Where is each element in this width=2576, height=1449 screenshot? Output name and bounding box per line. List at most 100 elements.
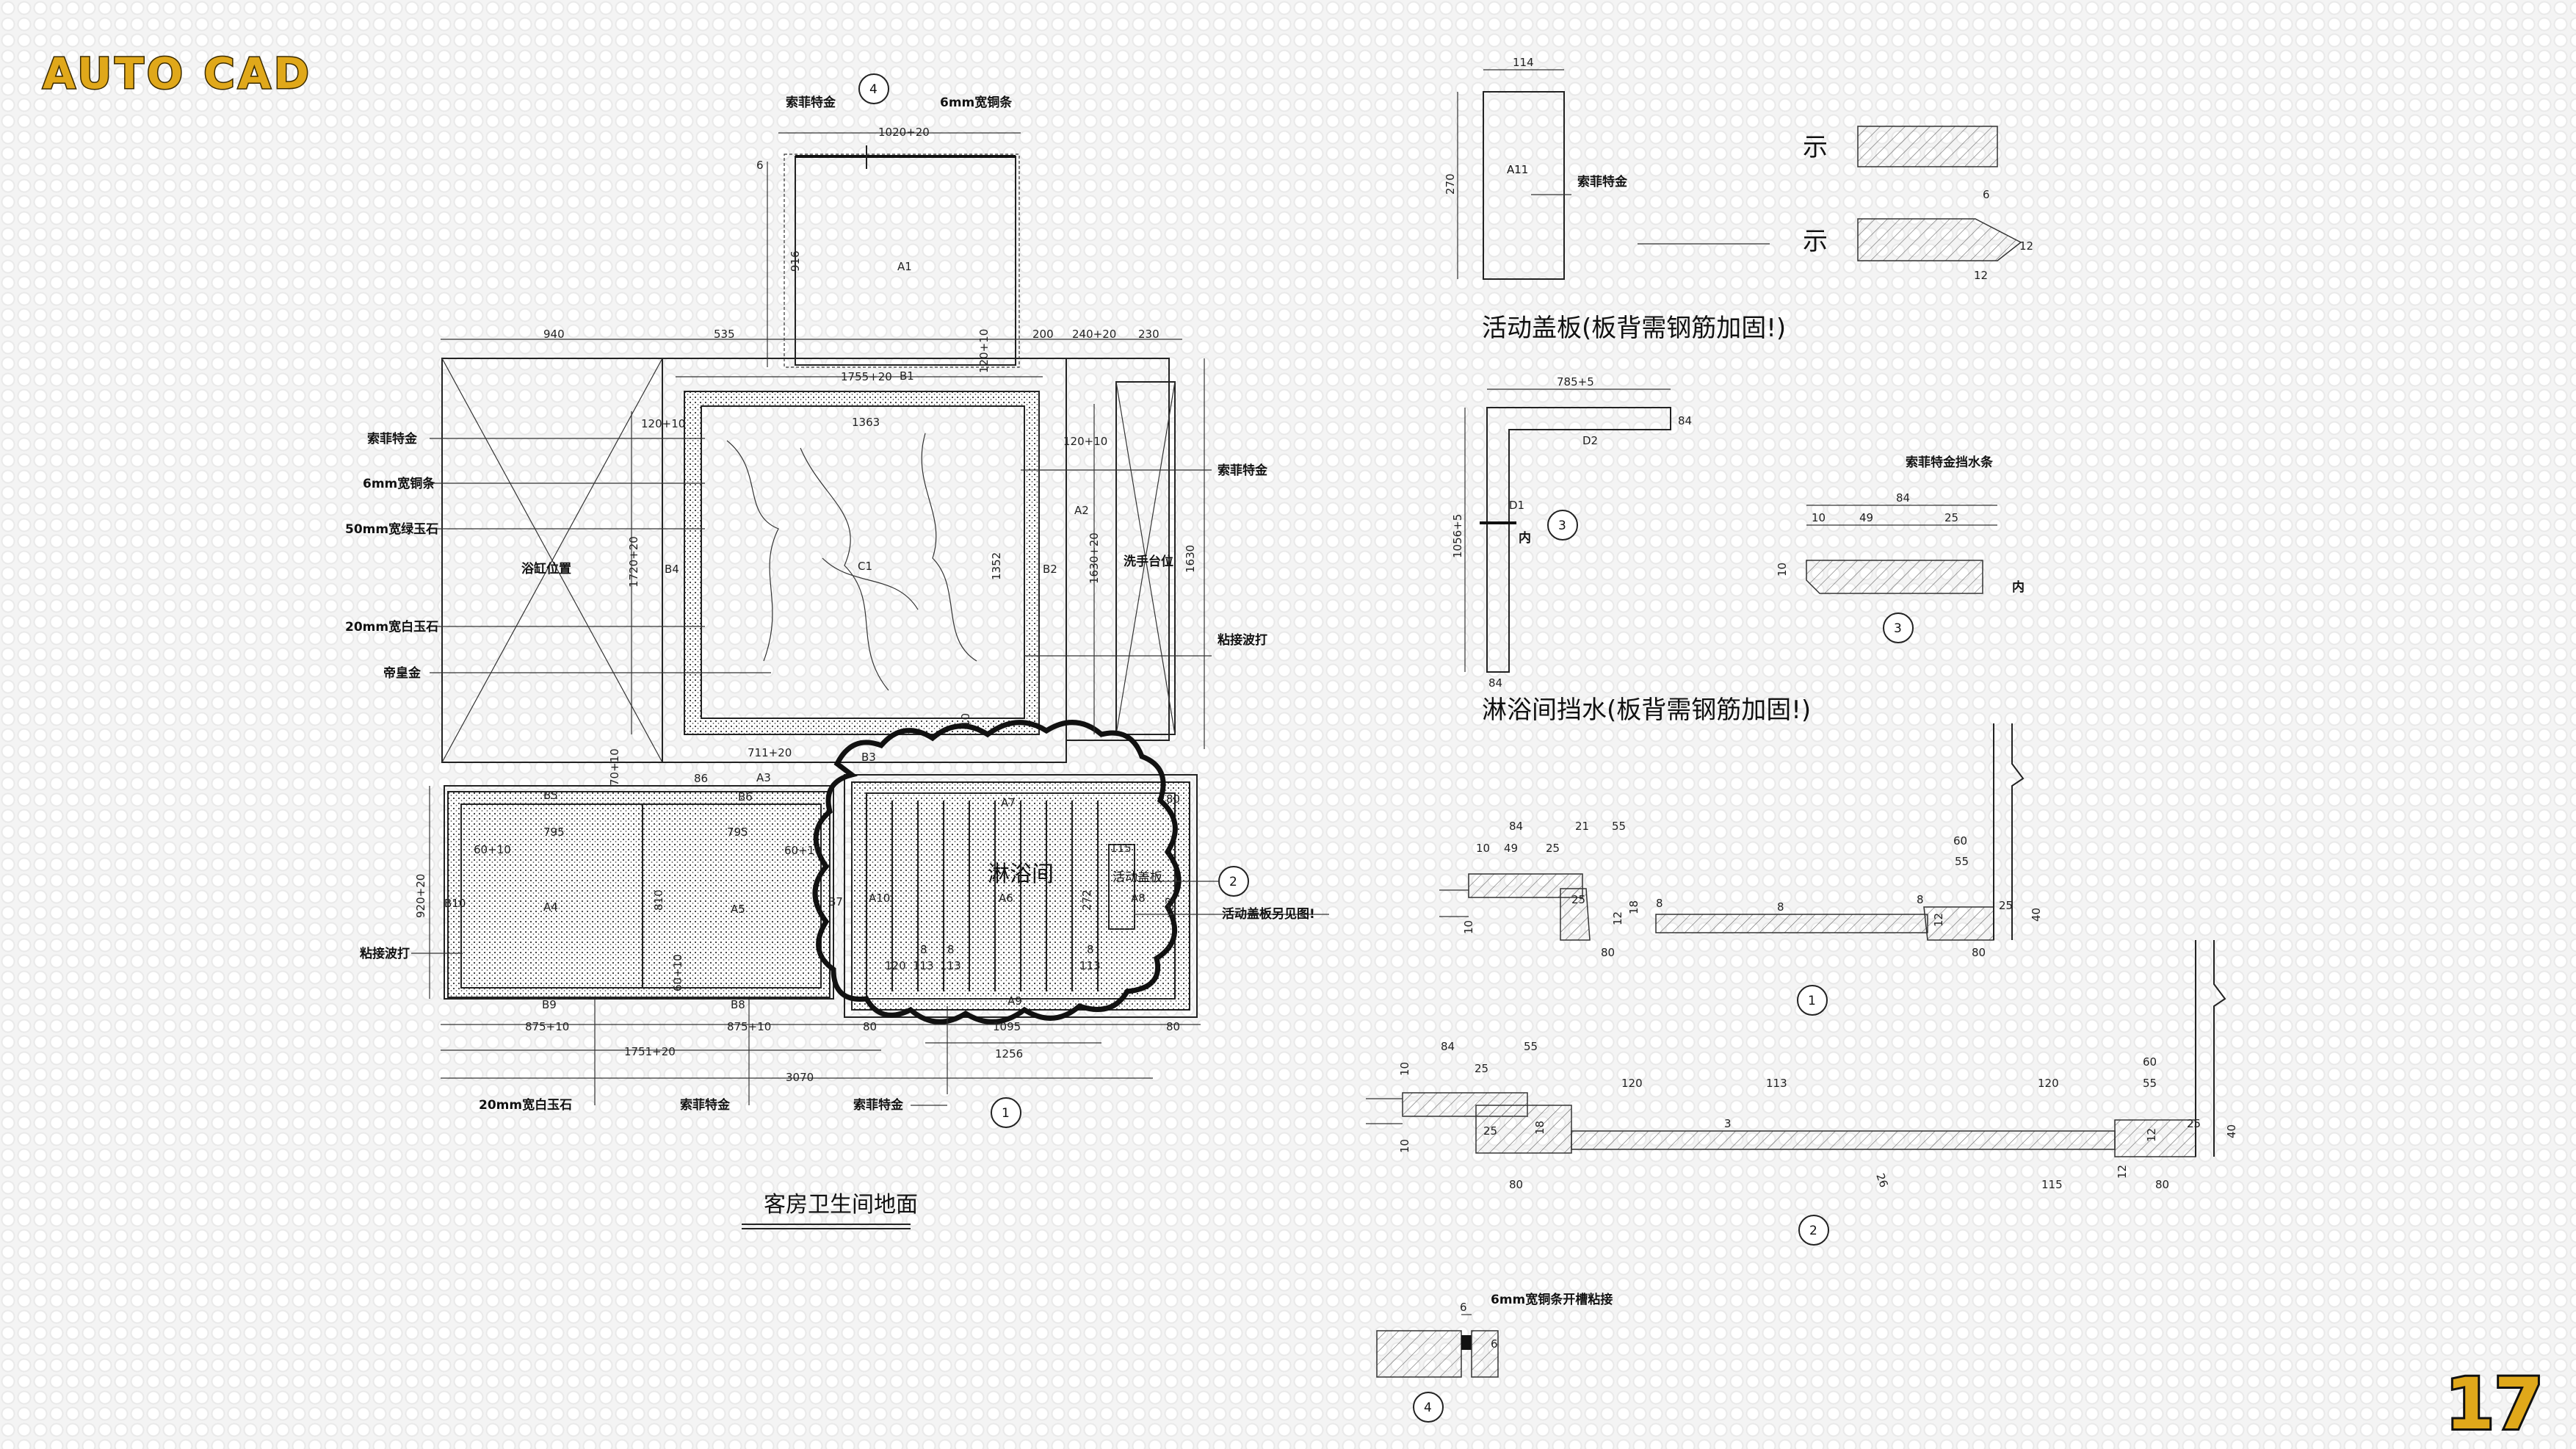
- legend-swatch-2: [1857, 218, 2022, 261]
- svg-text:120: 120: [1621, 1077, 1643, 1090]
- detail-section-4: 6mm宽铜条开槽粘接 6 6 4: [1376, 1292, 1613, 1423]
- svg-text:25: 25: [2187, 1117, 2201, 1130]
- water-bar-d49: 49: [1859, 511, 1873, 524]
- stone-border: [684, 391, 1040, 735]
- water-bar-title: 索菲特金挡水条: [1906, 455, 1994, 470]
- svg-text:21: 21: [1575, 820, 1589, 833]
- section1-wall: [1993, 723, 2025, 940]
- svg-text:80: 80: [1166, 1020, 1180, 1033]
- basin-zone: [1115, 381, 1176, 735]
- svg-text:113: 113: [913, 959, 934, 972]
- section4-stone-right: [1471, 1330, 1499, 1378]
- tile-a2: [1066, 358, 1170, 741]
- marker-3-bar: [1883, 613, 1914, 643]
- marker-4-plan: [858, 73, 889, 104]
- callout-gold-bottom1: 索菲特金: [680, 1097, 731, 1113]
- svg-text:55: 55: [1612, 820, 1626, 833]
- svg-text:113: 113: [1079, 959, 1101, 972]
- svg-text:86: 86: [694, 772, 708, 785]
- svg-text:10: 10: [1476, 842, 1490, 855]
- svg-text:1352: 1352: [990, 552, 1003, 580]
- svg-text:12: 12: [2145, 1128, 2158, 1142]
- section1-left-foot: [1560, 888, 1591, 941]
- brand-logo: AUTO CAD: [43, 48, 312, 98]
- callout-cover-note: 活动盖板另见图!: [1222, 906, 1315, 922]
- marker-1-plan: [991, 1097, 1021, 1128]
- section2-dims: 84 55 10 25 10 25 18 80 120 113 120 60 5…: [1398, 1040, 2238, 1191]
- plan-dimensions: 1020+20 6 916 940 535 200 240+20 230 175…: [414, 126, 1197, 1084]
- svg-text:25: 25: [1999, 899, 2013, 912]
- room-tub: 浴缸位置: [521, 561, 571, 577]
- svg-text:B5: B5: [543, 789, 558, 802]
- svg-text:25: 25: [1546, 842, 1560, 855]
- detail-cover-plate: 114 270 A11 索菲特金 活动盖板(板背需钢筋加固!): [1444, 56, 1786, 343]
- bottom-border: [447, 791, 831, 998]
- svg-text:120+10: 120+10: [1063, 435, 1107, 448]
- svg-text:875+10: 875+10: [525, 1020, 569, 1033]
- marker-4-label: 4: [869, 82, 878, 97]
- room-cover-panel: 活动盖板: [1112, 870, 1162, 885]
- svg-text:80: 80: [2155, 1178, 2169, 1191]
- svg-text:10: 10: [1398, 1062, 1411, 1076]
- svg-text:230: 230: [1138, 328, 1159, 341]
- svg-text:60: 60: [1953, 834, 1967, 848]
- svg-text:A2: A2: [1074, 504, 1089, 517]
- svg-text:A8: A8: [1131, 892, 1146, 905]
- legend-shi-2: 示: [1803, 227, 1828, 256]
- svg-text:C1: C1: [858, 560, 872, 573]
- marker-2-section-label: 2: [1809, 1224, 1817, 1238]
- marker-3-bar-label: 3: [1894, 621, 1902, 636]
- svg-text:113: 113: [940, 959, 961, 972]
- cover-plate-rect: [1483, 91, 1565, 280]
- marker-1-label: 1: [1002, 1106, 1010, 1121]
- svg-text:8: 8: [1087, 943, 1094, 956]
- shower-stop-l: [1486, 407, 1671, 673]
- svg-text:80: 80: [1972, 946, 1986, 959]
- svg-text:120: 120: [885, 959, 906, 972]
- svg-text:B1: B1: [900, 369, 914, 383]
- svg-text:1256: 1256: [995, 1047, 1023, 1060]
- detail-water-bar: 索菲特金挡水条 84 10 49 25 10 内 3: [1776, 455, 2025, 643]
- marker-3-stop-label: 3: [1558, 518, 1566, 533]
- svg-text:8: 8: [947, 943, 955, 956]
- shower-outline: [844, 774, 1198, 1018]
- water-bar-inside: 内: [2012, 579, 2025, 595]
- marker-1-section-label: 1: [1808, 994, 1816, 1008]
- svg-text:B4: B4: [665, 563, 679, 576]
- svg-text:8: 8: [1656, 897, 1663, 910]
- dim-lines: [429, 132, 1205, 1079]
- svg-text:25: 25: [1571, 893, 1585, 906]
- leaders-right: [594, 469, 1329, 1106]
- svg-text:B6: B6: [738, 790, 753, 803]
- cover-plate-tile: A11: [1507, 163, 1528, 176]
- svg-text:55: 55: [1955, 855, 1969, 868]
- svg-text:940: 940: [543, 328, 565, 341]
- shower-stop-d84b: 84: [1488, 676, 1502, 690]
- cover-plate-width: 114: [1513, 56, 1534, 69]
- svg-text:1363: 1363: [852, 416, 880, 429]
- svg-text:55: 55: [2143, 1077, 2157, 1090]
- svg-text:916: 916: [789, 250, 802, 272]
- svg-text:6: 6: [756, 159, 764, 172]
- callout-strip-left: 6mm宽铜条: [363, 476, 435, 491]
- tile-a1-box: [784, 153, 1020, 368]
- svg-text:A3: A3: [756, 771, 771, 784]
- callout-white20: 20mm宽白玉石: [345, 619, 438, 635]
- section4-d6a: 6: [1460, 1301, 1467, 1314]
- svg-text:60+10: 60+10: [671, 954, 684, 991]
- svg-text:12: 12: [1611, 911, 1624, 925]
- svg-text:3: 3: [1724, 1117, 1732, 1130]
- legend-dim-12b: 12: [1974, 269, 1988, 282]
- bottom-left-zone: [444, 785, 834, 1000]
- svg-text:795: 795: [727, 825, 748, 839]
- svg-text:55: 55: [1524, 1040, 1538, 1053]
- svg-text:8: 8: [920, 943, 927, 956]
- svg-text:1751+20: 1751+20: [624, 1045, 676, 1058]
- svg-text:A9: A9: [1007, 994, 1022, 1008]
- svg-text:25: 25: [1475, 1062, 1488, 1075]
- svg-text:115: 115: [2041, 1178, 2063, 1191]
- water-bar-d84: 84: [1896, 491, 1910, 505]
- svg-text:84: 84: [1441, 1040, 1455, 1053]
- svg-text:240+20: 240+20: [1072, 328, 1116, 341]
